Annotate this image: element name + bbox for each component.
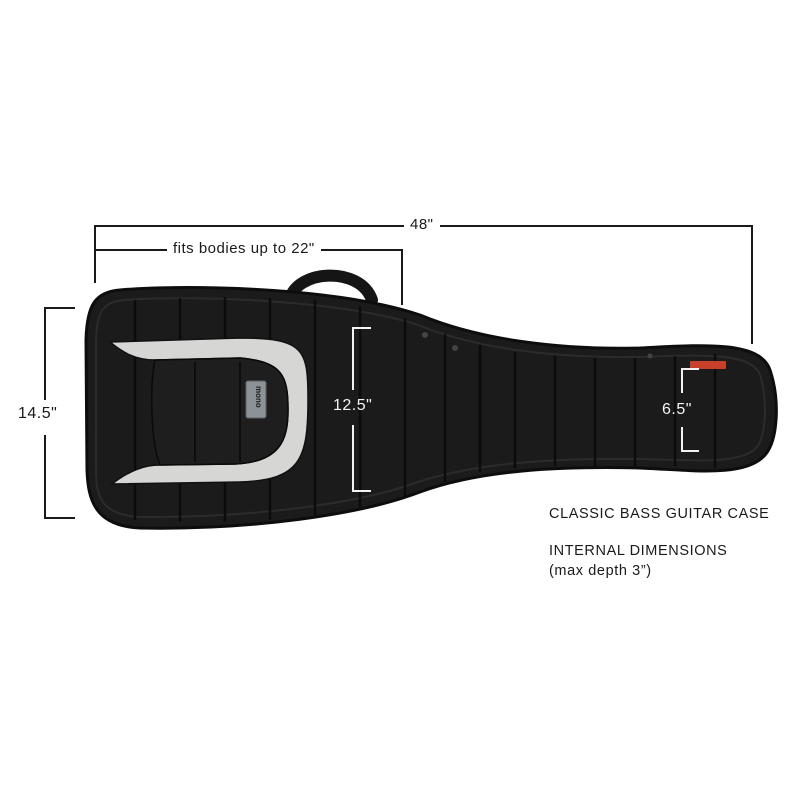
overall-length-right-tick [751, 225, 753, 344]
neck-height-label: 6.5" [662, 401, 692, 418]
product-title: CLASSIC BASS GUITAR CASE [549, 506, 770, 522]
body-height-bottom-tick [44, 517, 75, 519]
overall-length-left-tick [94, 225, 96, 283]
overall-length-label: 48" [404, 216, 440, 233]
waist-height-line-bottom [352, 425, 354, 492]
neck-height-line-top [681, 368, 683, 393]
neck-height-bottom-tick [681, 450, 699, 452]
waist-height-top-tick [352, 327, 371, 329]
brand-badge [245, 380, 267, 419]
waist-height-line-top [352, 327, 354, 390]
body-height-top-tick [44, 307, 75, 309]
body-fit-right-tick [401, 249, 403, 305]
dimensions-heading: INTERNAL DIMENSIONS [549, 543, 728, 559]
neck-height-line-bottom [681, 427, 683, 452]
depth-note: (max depth 3”) [549, 563, 652, 579]
body-height-line-top [44, 307, 46, 400]
waist-height-bottom-tick [352, 490, 371, 492]
body-height-line-bottom [44, 435, 46, 519]
brand-tag [690, 361, 726, 369]
waist-height-label: 12.5" [333, 397, 373, 414]
body-fit-label: fits bodies up to 22" [167, 240, 321, 257]
body-height-label: 14.5" [18, 405, 58, 423]
front-pocket [151, 357, 289, 466]
svg-text:mono: mono [254, 386, 263, 408]
neck-height-top-tick [681, 368, 699, 370]
